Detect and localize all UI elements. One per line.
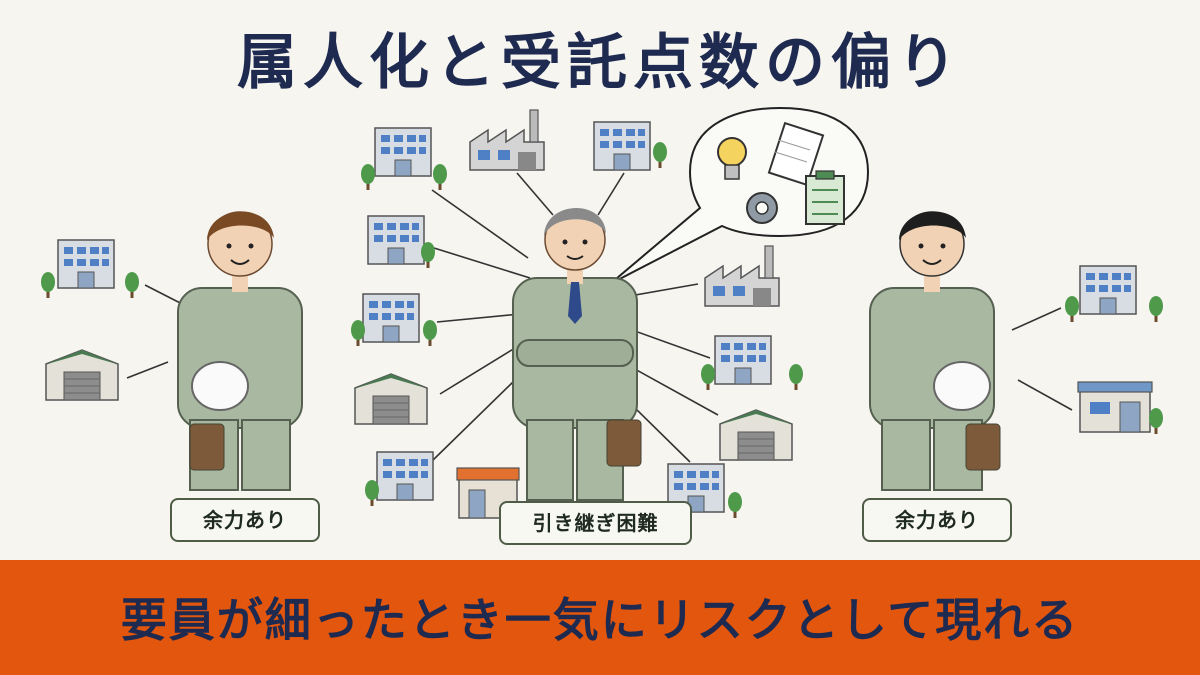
label-left-worker: 余力あり: [170, 498, 320, 542]
building-left-office: [57, 239, 115, 289]
building-right-office: [1079, 265, 1137, 315]
building-shop: [456, 467, 520, 519]
building-left-warehouse: [43, 349, 121, 401]
worker-right: [869, 211, 1001, 491]
bottom-banner: 要員が細ったとき一気にリスクとして現れる: [0, 560, 1200, 675]
building-right-store: [1077, 381, 1153, 433]
lightbulb-icon: [717, 137, 747, 180]
notebook-icon: [767, 121, 825, 187]
building-office-4: [362, 293, 420, 343]
helmet-icon: [933, 361, 991, 411]
banner-text: 要員が細ったとき一気にリスクとして現れる: [120, 593, 1080, 647]
worker-center: [512, 207, 642, 501]
building-warehouse-1: [352, 373, 430, 425]
building-office-2: [593, 121, 651, 171]
tool-belt-icon: [189, 423, 225, 471]
label-right-worker: 余力あり: [862, 498, 1012, 542]
building-warehouse-2: [717, 409, 795, 461]
building-office-6: [714, 335, 772, 385]
clipboard-icon: [805, 170, 845, 225]
building-factory-2: [704, 245, 780, 307]
building-office-3: [367, 215, 425, 265]
building-office-1: [374, 127, 432, 177]
helmet-icon: [191, 361, 249, 411]
illustration: [41, 106, 1163, 519]
tool-belt-icon: [606, 419, 642, 467]
page-title: 属人化と受託点数の偏り: [237, 28, 963, 98]
tool-belt-icon: [965, 423, 1001, 471]
building-factory-1: [469, 109, 545, 171]
gear-icon: [746, 192, 778, 224]
worker-left: [177, 211, 303, 491]
building-office-5: [376, 451, 434, 501]
label-center-worker: 引き継ぎ困難: [499, 501, 692, 545]
